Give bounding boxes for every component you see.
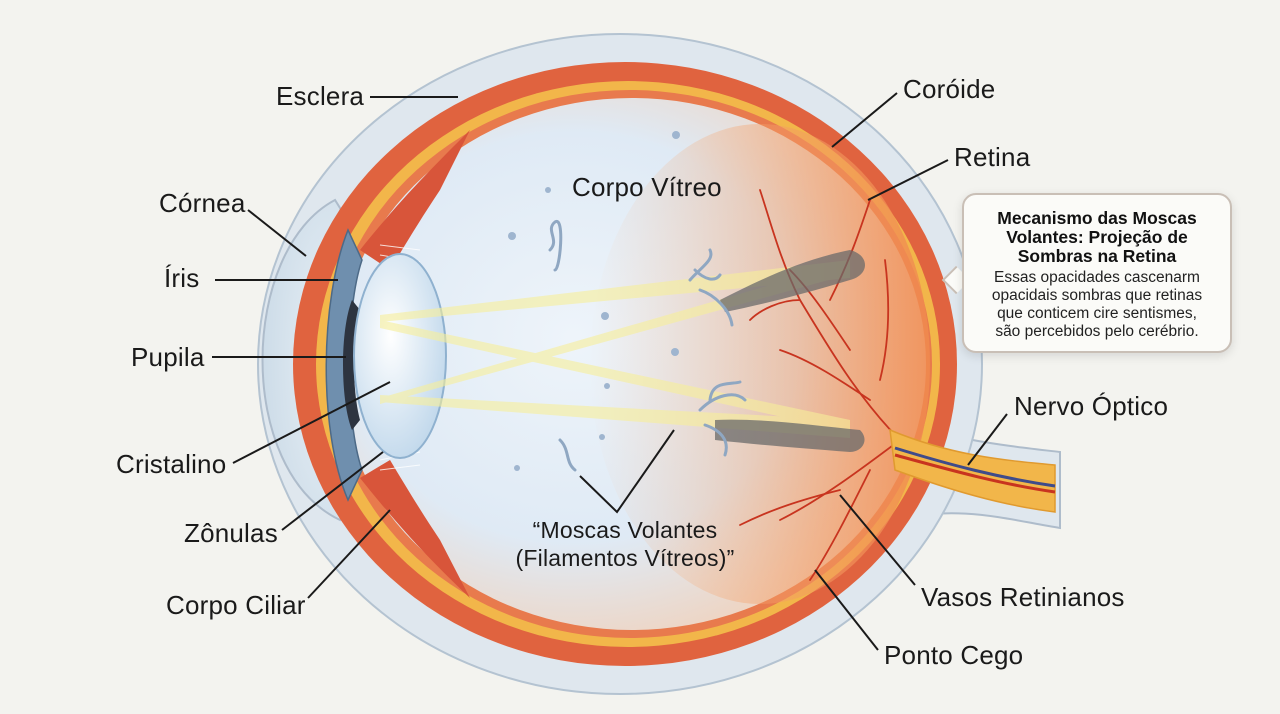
leader-moscas xyxy=(579,429,675,514)
label-esclera: Esclera xyxy=(276,81,365,111)
callout-body-line2: opacidais sombras que retinas xyxy=(991,287,1203,304)
leader-cristalino xyxy=(232,381,391,464)
label-ponto-cego: Ponto Cego xyxy=(884,640,1024,670)
leader-ponto-cego xyxy=(814,569,879,651)
label-moscas-volantes: “Moscas Volantes (Filamentos Vítreos)” xyxy=(510,516,740,572)
callout-body: Essas opacidades cascenarm opacidais som… xyxy=(980,269,1214,341)
callout-title-line3: Sombras na Retina xyxy=(1017,246,1177,266)
callout-title: Mecanismo das Moscas Volantes: Projeção … xyxy=(980,209,1214,266)
floater-3 xyxy=(698,380,747,457)
floater-shadow-upper xyxy=(720,250,865,312)
callout-body-line3: que conticem cire sentismes, xyxy=(997,305,1197,322)
lens xyxy=(353,253,447,459)
label-cristalino: Cristalino xyxy=(116,449,227,479)
label-pupila: Pupila xyxy=(131,342,205,372)
label-vasos-retinianos: Vasos Retinianos xyxy=(921,582,1125,612)
leader-corpo-ciliar xyxy=(307,509,391,599)
floater-1 xyxy=(548,220,563,272)
label-zonulas: Zônulas xyxy=(184,518,278,548)
callout-body-line1: Essas opacidades cascenarm xyxy=(994,269,1200,286)
floater-shadow-lower xyxy=(715,419,865,452)
leader-zonulas xyxy=(281,451,384,531)
floater-2 xyxy=(688,248,734,327)
callout-title-line1: Mecanismo das Moscas xyxy=(997,208,1197,228)
label-retina: Retina xyxy=(954,142,1031,172)
leader-retina xyxy=(867,159,949,201)
label-nervo-optico: Nervo Óptico xyxy=(1014,391,1169,421)
leader-nervo-optico xyxy=(967,413,1008,466)
callout-title-line2: Volantes: Projeção de xyxy=(1006,227,1188,247)
callout-box: Mecanismo das Moscas Volantes: Projeção … xyxy=(962,193,1232,353)
leader-coroide xyxy=(831,92,898,148)
callout-body-line4: são percebidos pelo cerébrio. xyxy=(995,323,1199,340)
leader-vasos xyxy=(839,494,916,586)
label-corpo-ciliar: Corpo Ciliar xyxy=(166,590,306,620)
label-iris: Íris xyxy=(164,263,200,293)
label-corpo-vitreo: Corpo Vítreo xyxy=(572,172,722,202)
leader-cornea xyxy=(247,209,307,257)
label-moscas-line2: (Filamentos Vítreos)” xyxy=(515,545,735,571)
ciliary-body xyxy=(360,130,470,270)
label-coroide: Coróide xyxy=(903,74,996,104)
label-moscas-line1: “Moscas Volantes xyxy=(532,517,718,543)
floater-4 xyxy=(558,438,577,472)
label-cornea: Córnea xyxy=(159,188,246,218)
